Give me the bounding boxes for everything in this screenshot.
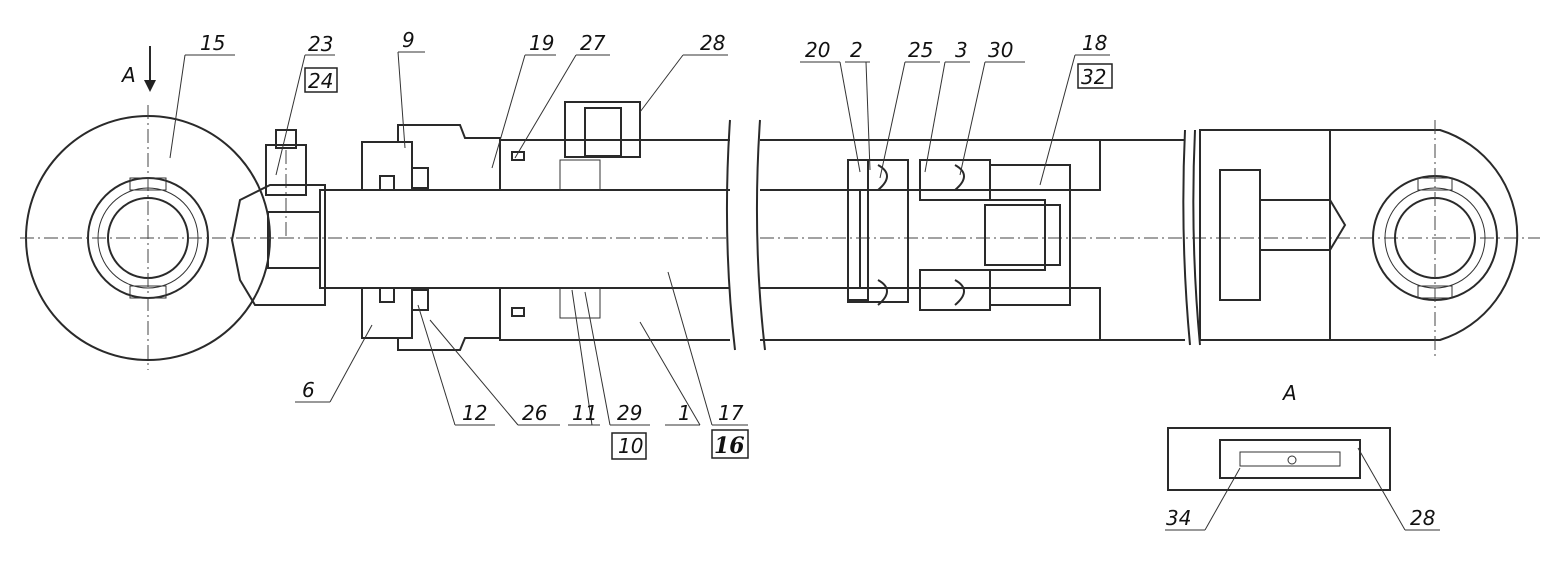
callout-3: 3 [955, 38, 968, 62]
view-marker-a: A [120, 46, 156, 92]
cylinder-tube [499, 101, 1101, 351]
callout-24: 24 [308, 69, 333, 93]
callout-29: 29 [617, 401, 642, 425]
callout-17: 17 [718, 401, 744, 425]
callout-6: 6 [302, 378, 315, 402]
callout-28-section: 28 [1410, 506, 1435, 530]
callout-27: 27 [580, 31, 606, 55]
section-a-title: A [1281, 381, 1297, 405]
callout-30: 30 [988, 38, 1013, 62]
callout-34: 34 [1166, 506, 1191, 530]
view-marker-label: A [120, 63, 136, 87]
rod-end-housing [230, 184, 326, 306]
piston-assembly [847, 159, 1071, 311]
callout-16: 16 [714, 433, 745, 459]
callout-1: 1 [678, 401, 691, 425]
callout-12: 12 [462, 401, 487, 425]
callout-20: 20 [805, 38, 830, 62]
callout-23: 23 [308, 32, 333, 56]
callout-18: 18 [1082, 31, 1107, 55]
callout-28: 28 [700, 31, 725, 55]
callout-2: 2 [850, 38, 863, 62]
callout-19: 19 [529, 31, 554, 55]
left-eye-mount [20, 105, 280, 370]
section-a-view [1167, 427, 1391, 491]
callout-10: 10 [618, 434, 643, 458]
callout-9: 9 [402, 28, 415, 52]
callout-25: 25 [908, 38, 933, 62]
callout-15: 15 [200, 31, 225, 55]
cylinder-end-and-right-eye [1100, 120, 1519, 360]
callout-26: 26 [522, 401, 547, 425]
callouts: 15 23 24 9 19 27 28 20 2 25 3 30 18 32 [169, 28, 1440, 531]
grease-nipple [265, 129, 307, 240]
callout-11: 11 [572, 401, 597, 425]
callout-32: 32 [1081, 65, 1106, 89]
piston-rod [280, 189, 1540, 289]
